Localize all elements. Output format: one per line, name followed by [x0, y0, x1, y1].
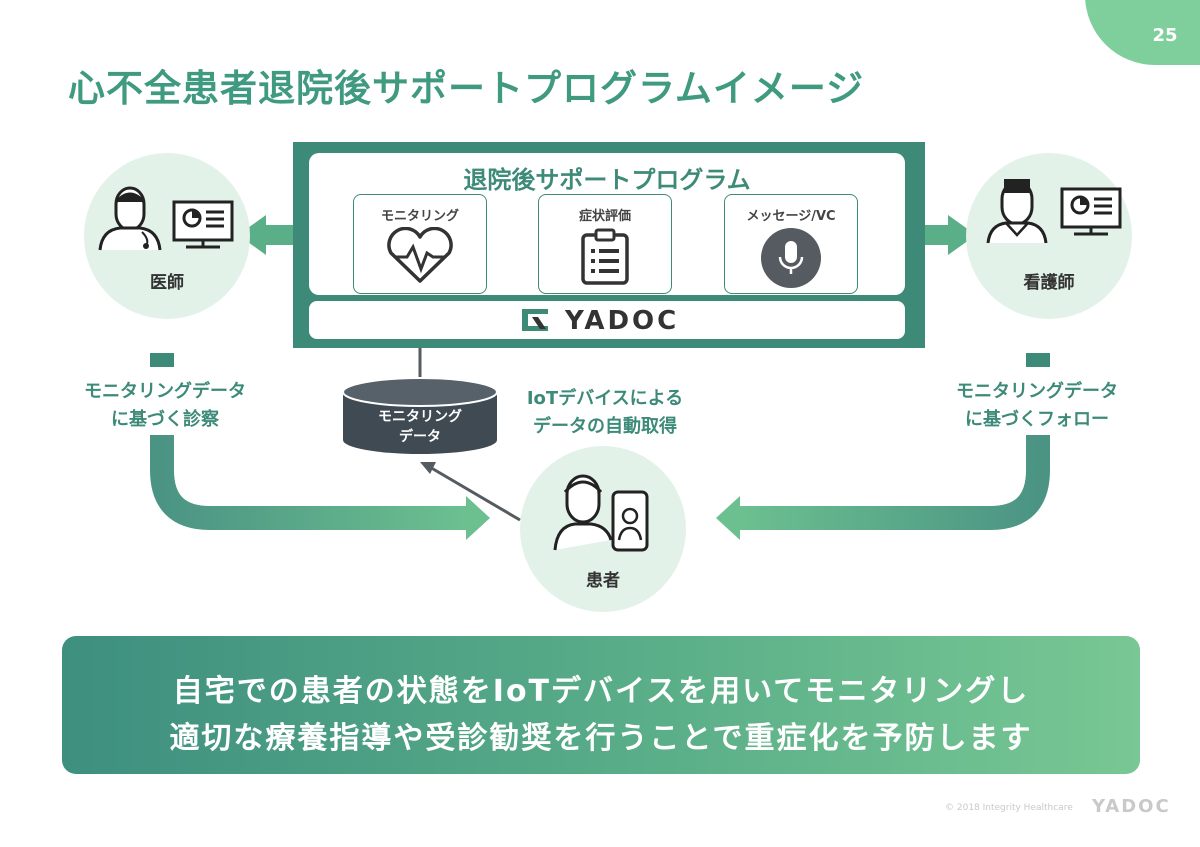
- banner-line-2: 適切な療養指導や受診勧奨を行うことで重症化を予防します: [169, 721, 1033, 756]
- caption-line: データの自動取得: [533, 416, 677, 437]
- slide-title: 心不全患者退院後サポートプログラムイメージ: [68, 67, 865, 110]
- database-cylinder: [342, 377, 498, 454]
- caption-line: に基づくフォロー: [965, 409, 1109, 430]
- arrow-patient-to-database: [420, 462, 521, 522]
- iot-caption: IoTデバイスによる データの自動取得: [505, 385, 705, 441]
- arrow-nurse-to-patient: [716, 353, 1050, 540]
- nurse-followup-caption: モニタリングデータ に基づくフォロー: [932, 378, 1142, 434]
- summary-banner: [62, 636, 1140, 774]
- feature-label: 症状評価: [578, 209, 631, 224]
- footer-logo: YADOC: [1092, 796, 1171, 817]
- caption-line: モニタリングデータ: [956, 381, 1118, 402]
- nurse-label: 看護師: [1023, 273, 1075, 293]
- page-number: 25: [1152, 25, 1178, 46]
- yadoc-logo-icon: [522, 309, 548, 331]
- feature-card-symptom-assessment: 症状評価: [538, 194, 672, 294]
- feature-label: モニタリング: [380, 209, 459, 224]
- platform-logo: YADOC: [565, 306, 680, 336]
- arrow-doctor-to-patient: [150, 353, 490, 540]
- program-title: 退院後サポートプログラム: [463, 166, 751, 194]
- feature-label: メッセージ/VC: [746, 209, 836, 224]
- copyright: © 2018 Integrity Healthcare: [945, 803, 1073, 813]
- microphone-icon: [725, 227, 857, 293]
- feature-card-monitoring: モニタリング: [353, 194, 487, 294]
- banner-line-1: 自宅での患者の状態をIoTデバイスを用いてモニタリングし: [172, 674, 1030, 709]
- nurse-icon: [986, 179, 1122, 244]
- caption-line: IoTデバイスによる: [526, 388, 684, 409]
- database-line: モニタリング: [378, 409, 462, 425]
- doctor-label: 医師: [150, 273, 184, 293]
- database-line: データ: [399, 429, 441, 445]
- clipboard-icon: [539, 227, 671, 291]
- caption-line: モニタリングデータ: [84, 381, 246, 402]
- platform-bar: [309, 301, 905, 339]
- doctor-icon: [98, 186, 234, 251]
- database-label: モニタリング データ: [345, 407, 495, 447]
- caption-line: に基づく診察: [111, 409, 219, 430]
- patient-with-phone-icon: [553, 474, 649, 552]
- doctor-consultation-caption: モニタリングデータ に基づく診察: [60, 378, 270, 434]
- feature-card-message-vc: メッセージ/VC: [724, 194, 858, 294]
- patient-label: 患者: [586, 571, 620, 591]
- heartbeat-icon: [354, 226, 486, 289]
